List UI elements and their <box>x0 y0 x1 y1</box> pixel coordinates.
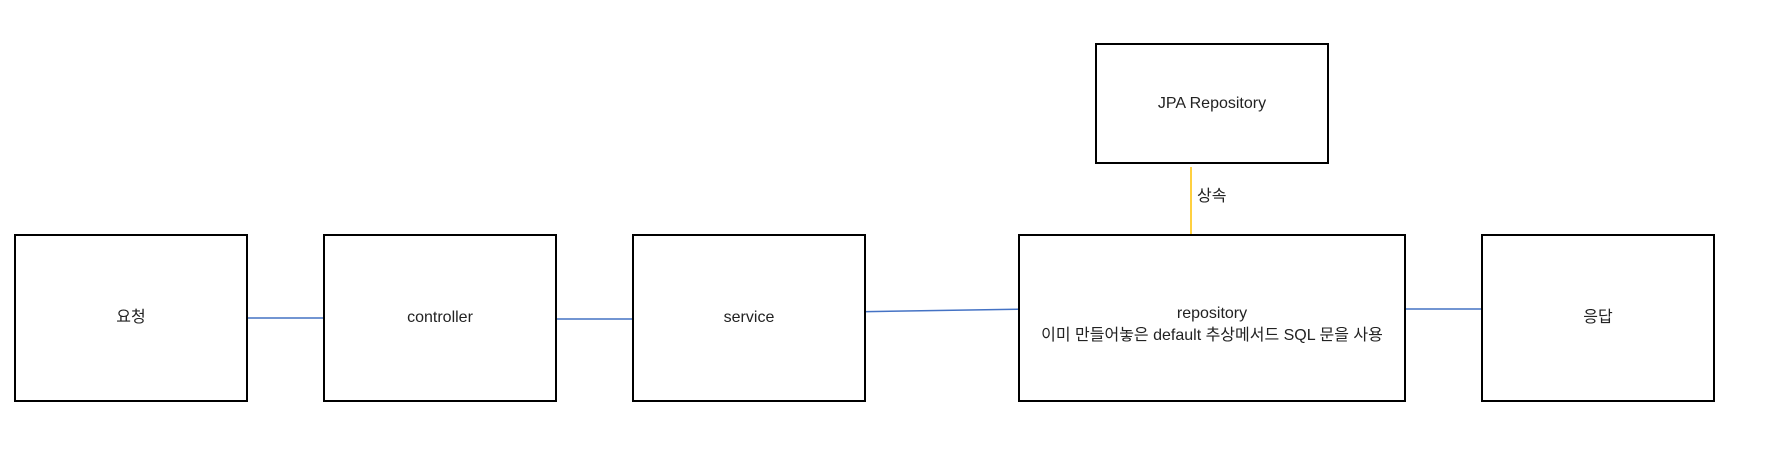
request-label: 요청 <box>116 309 146 326</box>
response-label: 응답 <box>1583 309 1613 326</box>
inherit-label: 상속 <box>1197 188 1227 205</box>
repository-box: repository 이미 만들어놓은 default 추상메서드 SQL 문을… <box>1018 234 1406 402</box>
jpa-repository-label: JPA Repository <box>1157 94 1267 112</box>
jpa-repository-box: JPA Repository <box>1095 43 1329 164</box>
controller-box: controller <box>323 234 557 402</box>
response-box: 응답 <box>1481 234 1715 402</box>
service-label: service <box>723 309 775 326</box>
controller-label: controller <box>407 309 473 326</box>
arrow-service-to-repository <box>845 305 1032 314</box>
repository-note: 이미 만들어놓은 default 추상메서드 SQL 문을 사용 <box>1041 327 1383 344</box>
request-box: 요청 <box>14 234 248 402</box>
repository-label: repository <box>1176 305 1248 322</box>
service-box: service <box>632 234 866 402</box>
